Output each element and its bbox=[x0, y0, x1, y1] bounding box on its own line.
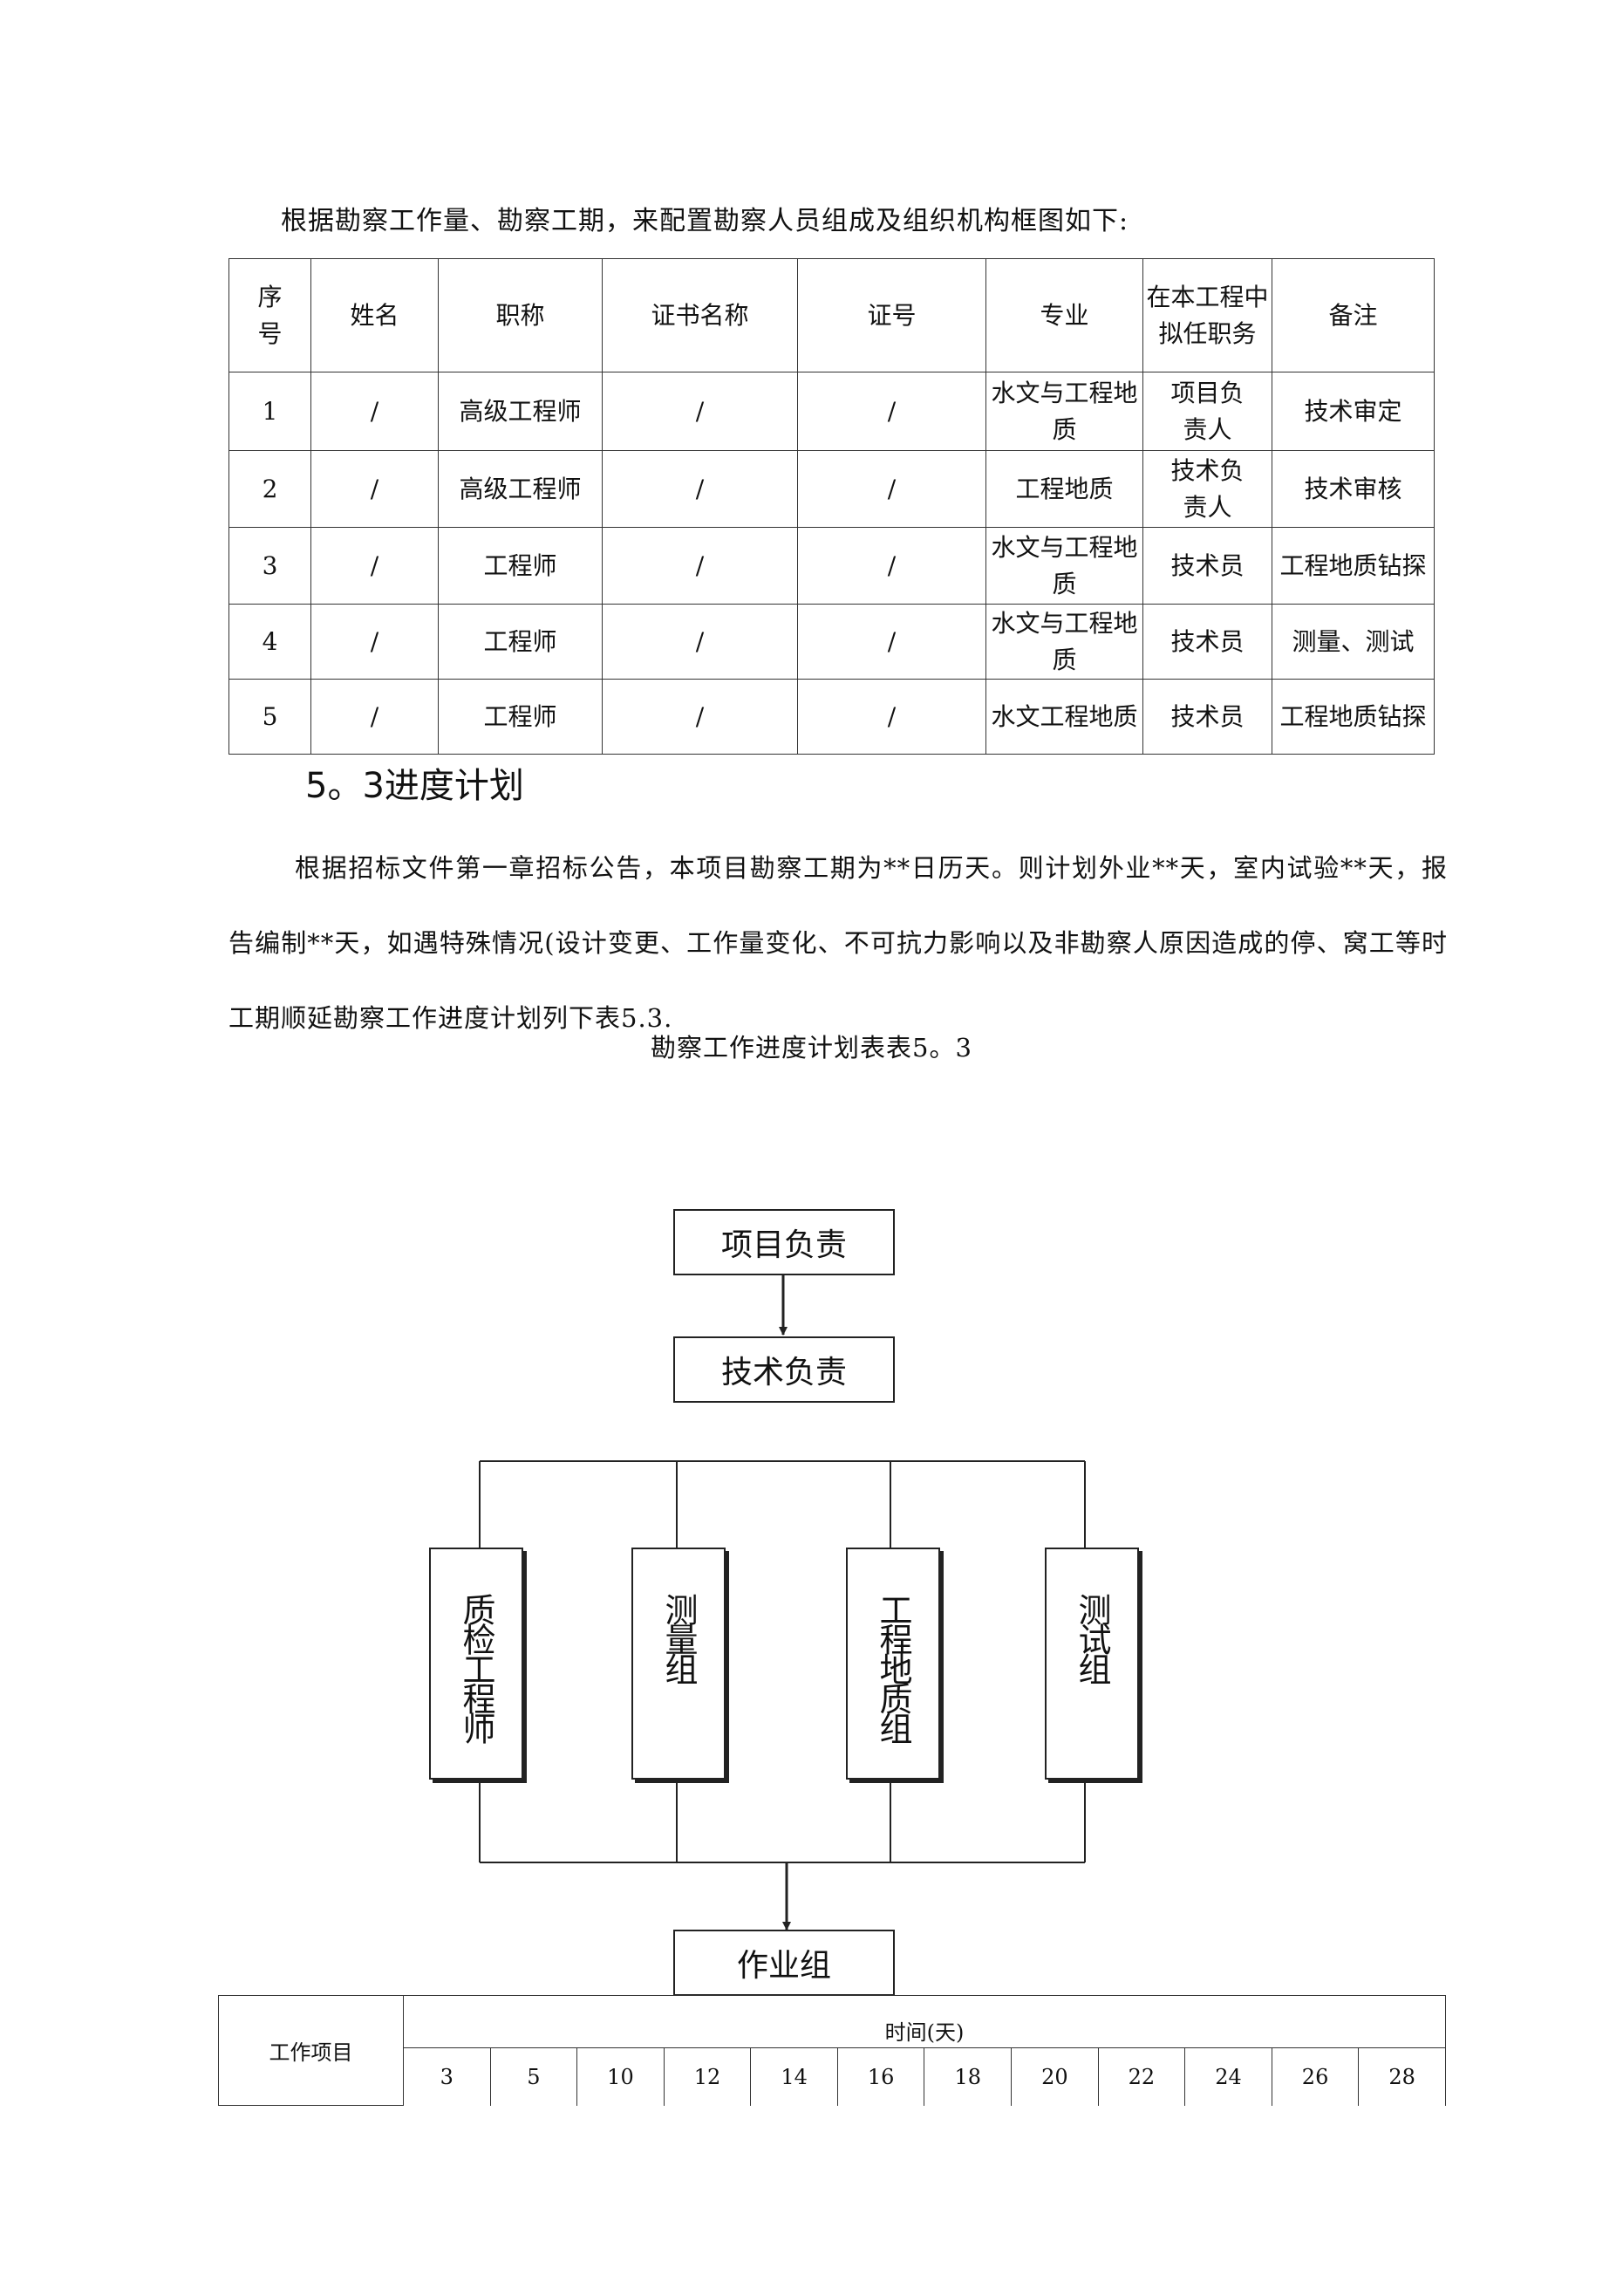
schedule-day-cell: 3 bbox=[403, 2047, 491, 2106]
org-technical-leader: 技术负责 bbox=[673, 1336, 895, 1403]
schedule-time-header: 时间(天) bbox=[403, 1995, 1446, 2048]
staff-table-cell: 技术员 bbox=[1142, 604, 1272, 680]
staff-table-cell: 高级工程师 bbox=[438, 372, 603, 451]
schedule-paragraph: 根据招标文件第一章招标公告，本项目勘察工期为**日历天。则计划外业**天，室内试… bbox=[228, 853, 1448, 1033]
org-group-geology: 工程地质组 bbox=[846, 1548, 940, 1780]
intro-text: 根据勘察工作量、勘察工期，来配置勘察人员组成及组织机构框图如下: bbox=[281, 206, 1129, 236]
schedule-item-header: 工作项目 bbox=[218, 1995, 404, 2106]
staff-table-header-cell: 专业 bbox=[985, 258, 1143, 372]
staff-table-cell: 工程师 bbox=[438, 527, 603, 605]
staff-table-cell: 技术审定 bbox=[1272, 372, 1435, 451]
schedule-day-cell: 12 bbox=[663, 2047, 752, 2106]
staff-table-header-cell: 证号 bbox=[797, 258, 986, 372]
staff-table-cell: 水文与工程地质 bbox=[985, 604, 1143, 680]
staff-table-cell: 高级工程师 bbox=[438, 450, 603, 528]
staff-table-header-row: 序号姓名职称证书名称证号专业在本工程中拟任职务备注 bbox=[228, 258, 1435, 372]
schedule-day-cell: 24 bbox=[1184, 2047, 1272, 2106]
schedule-day-cell: 16 bbox=[836, 2047, 925, 2106]
staff-table-cell: 技术审核 bbox=[1272, 450, 1435, 528]
staff-table-cell: / bbox=[310, 604, 439, 680]
schedule-day-cell: 10 bbox=[576, 2047, 665, 2106]
staff-table-cell: / bbox=[602, 372, 798, 451]
staff-table-cell: / bbox=[797, 679, 986, 755]
staff-table-cell: 技术员 bbox=[1142, 679, 1272, 755]
staff-table-cell: 水文工程地质 bbox=[985, 679, 1143, 755]
staff-table-cell: / bbox=[602, 450, 798, 528]
schedule-day-cell: 22 bbox=[1097, 2047, 1186, 2106]
staff-table-cell: / bbox=[602, 527, 798, 605]
schedule-day-cell: 20 bbox=[1011, 2047, 1099, 2106]
staff-table-cell: / bbox=[602, 604, 798, 680]
staff-table-row: 2/高级工程师//工程地质技术负责人技术审核 bbox=[228, 450, 1435, 528]
staff-table-header-cell: 序号 bbox=[228, 258, 311, 372]
staff-table-cell: 水文与工程地质 bbox=[985, 527, 1143, 605]
org-group-survey: 测量组 bbox=[631, 1548, 726, 1780]
staff-table-cell: 5 bbox=[228, 679, 311, 755]
staff-table-cell: 工程地质 bbox=[985, 450, 1143, 528]
staff-table-cell: / bbox=[797, 372, 986, 451]
staff-table-header-cell: 职称 bbox=[438, 258, 603, 372]
schedule-day-cell: 18 bbox=[924, 2047, 1013, 2106]
staff-table-cell: 工程地质钻探 bbox=[1272, 679, 1435, 755]
schedule-day-cell: 5 bbox=[489, 2047, 578, 2106]
org-work-group: 作业组 bbox=[673, 1930, 895, 1996]
staff-table-cell: 工程师 bbox=[438, 679, 603, 755]
staff-table-cell: 工程地质钻探 bbox=[1272, 527, 1435, 605]
staff-table-cell: / bbox=[602, 679, 798, 755]
schedule-day-cell: 28 bbox=[1358, 2047, 1446, 2106]
staff-table-cell: 技术负责人 bbox=[1142, 450, 1272, 528]
staff-table-cell: / bbox=[797, 450, 986, 528]
staff-table-cell: 项目负责人 bbox=[1142, 372, 1272, 451]
schedule-day-cell: 26 bbox=[1271, 2047, 1360, 2106]
staff-table-cell: / bbox=[310, 679, 439, 755]
staff-table-cell: 工程师 bbox=[438, 604, 603, 680]
staff-table-cell: 4 bbox=[228, 604, 311, 680]
staff-table-cell: 水文与工程地质 bbox=[985, 372, 1143, 451]
section-title: 5。3进度计划 bbox=[305, 766, 524, 806]
schedule-day-cell: 14 bbox=[750, 2047, 838, 2106]
org-group-quality: 质检工程师 bbox=[429, 1548, 523, 1780]
staff-table-row: 3/工程师//水文与工程地质技术员工程地质钻探 bbox=[228, 527, 1435, 605]
table-caption: 勘察工作进度计划表表5。3 bbox=[651, 1033, 972, 1063]
staff-table-row: 5/工程师//水文工程地质技术员工程地质钻探 bbox=[228, 679, 1435, 755]
org-project-leader: 项目负责 bbox=[673, 1209, 895, 1275]
staff-table-cell: / bbox=[310, 450, 439, 528]
staff-table-cell: 3 bbox=[228, 527, 311, 605]
org-group-testing: 测试组 bbox=[1045, 1548, 1139, 1780]
